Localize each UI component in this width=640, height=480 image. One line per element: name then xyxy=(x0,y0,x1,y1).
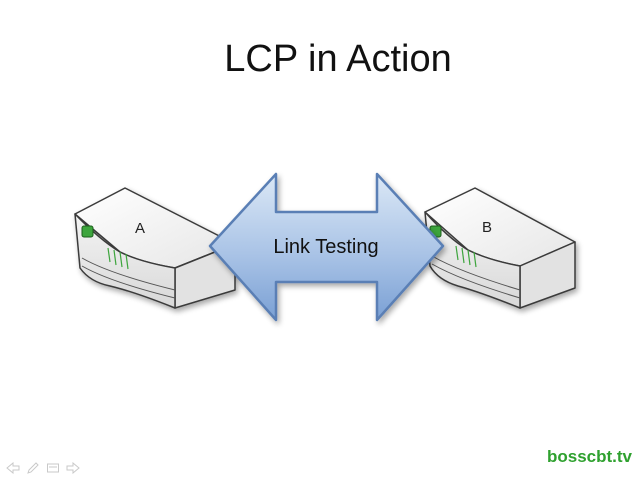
double-arrow-icon xyxy=(208,172,445,322)
device-a-label: A xyxy=(135,220,145,237)
slide-title: LCP in Action xyxy=(224,38,452,80)
device-b xyxy=(424,187,576,309)
device-b-label: B xyxy=(482,219,492,236)
slides-icon[interactable] xyxy=(46,461,60,473)
next-icon[interactable] xyxy=(66,461,80,475)
pen-icon[interactable] xyxy=(26,461,40,474)
arrow-label: Link Testing xyxy=(273,236,378,258)
watermark: bosscbt.tv xyxy=(546,447,632,466)
previous-icon[interactable] xyxy=(6,461,20,475)
slide-nav-controls xyxy=(6,460,80,475)
status-led-icon xyxy=(81,225,94,238)
device-a xyxy=(74,187,236,309)
